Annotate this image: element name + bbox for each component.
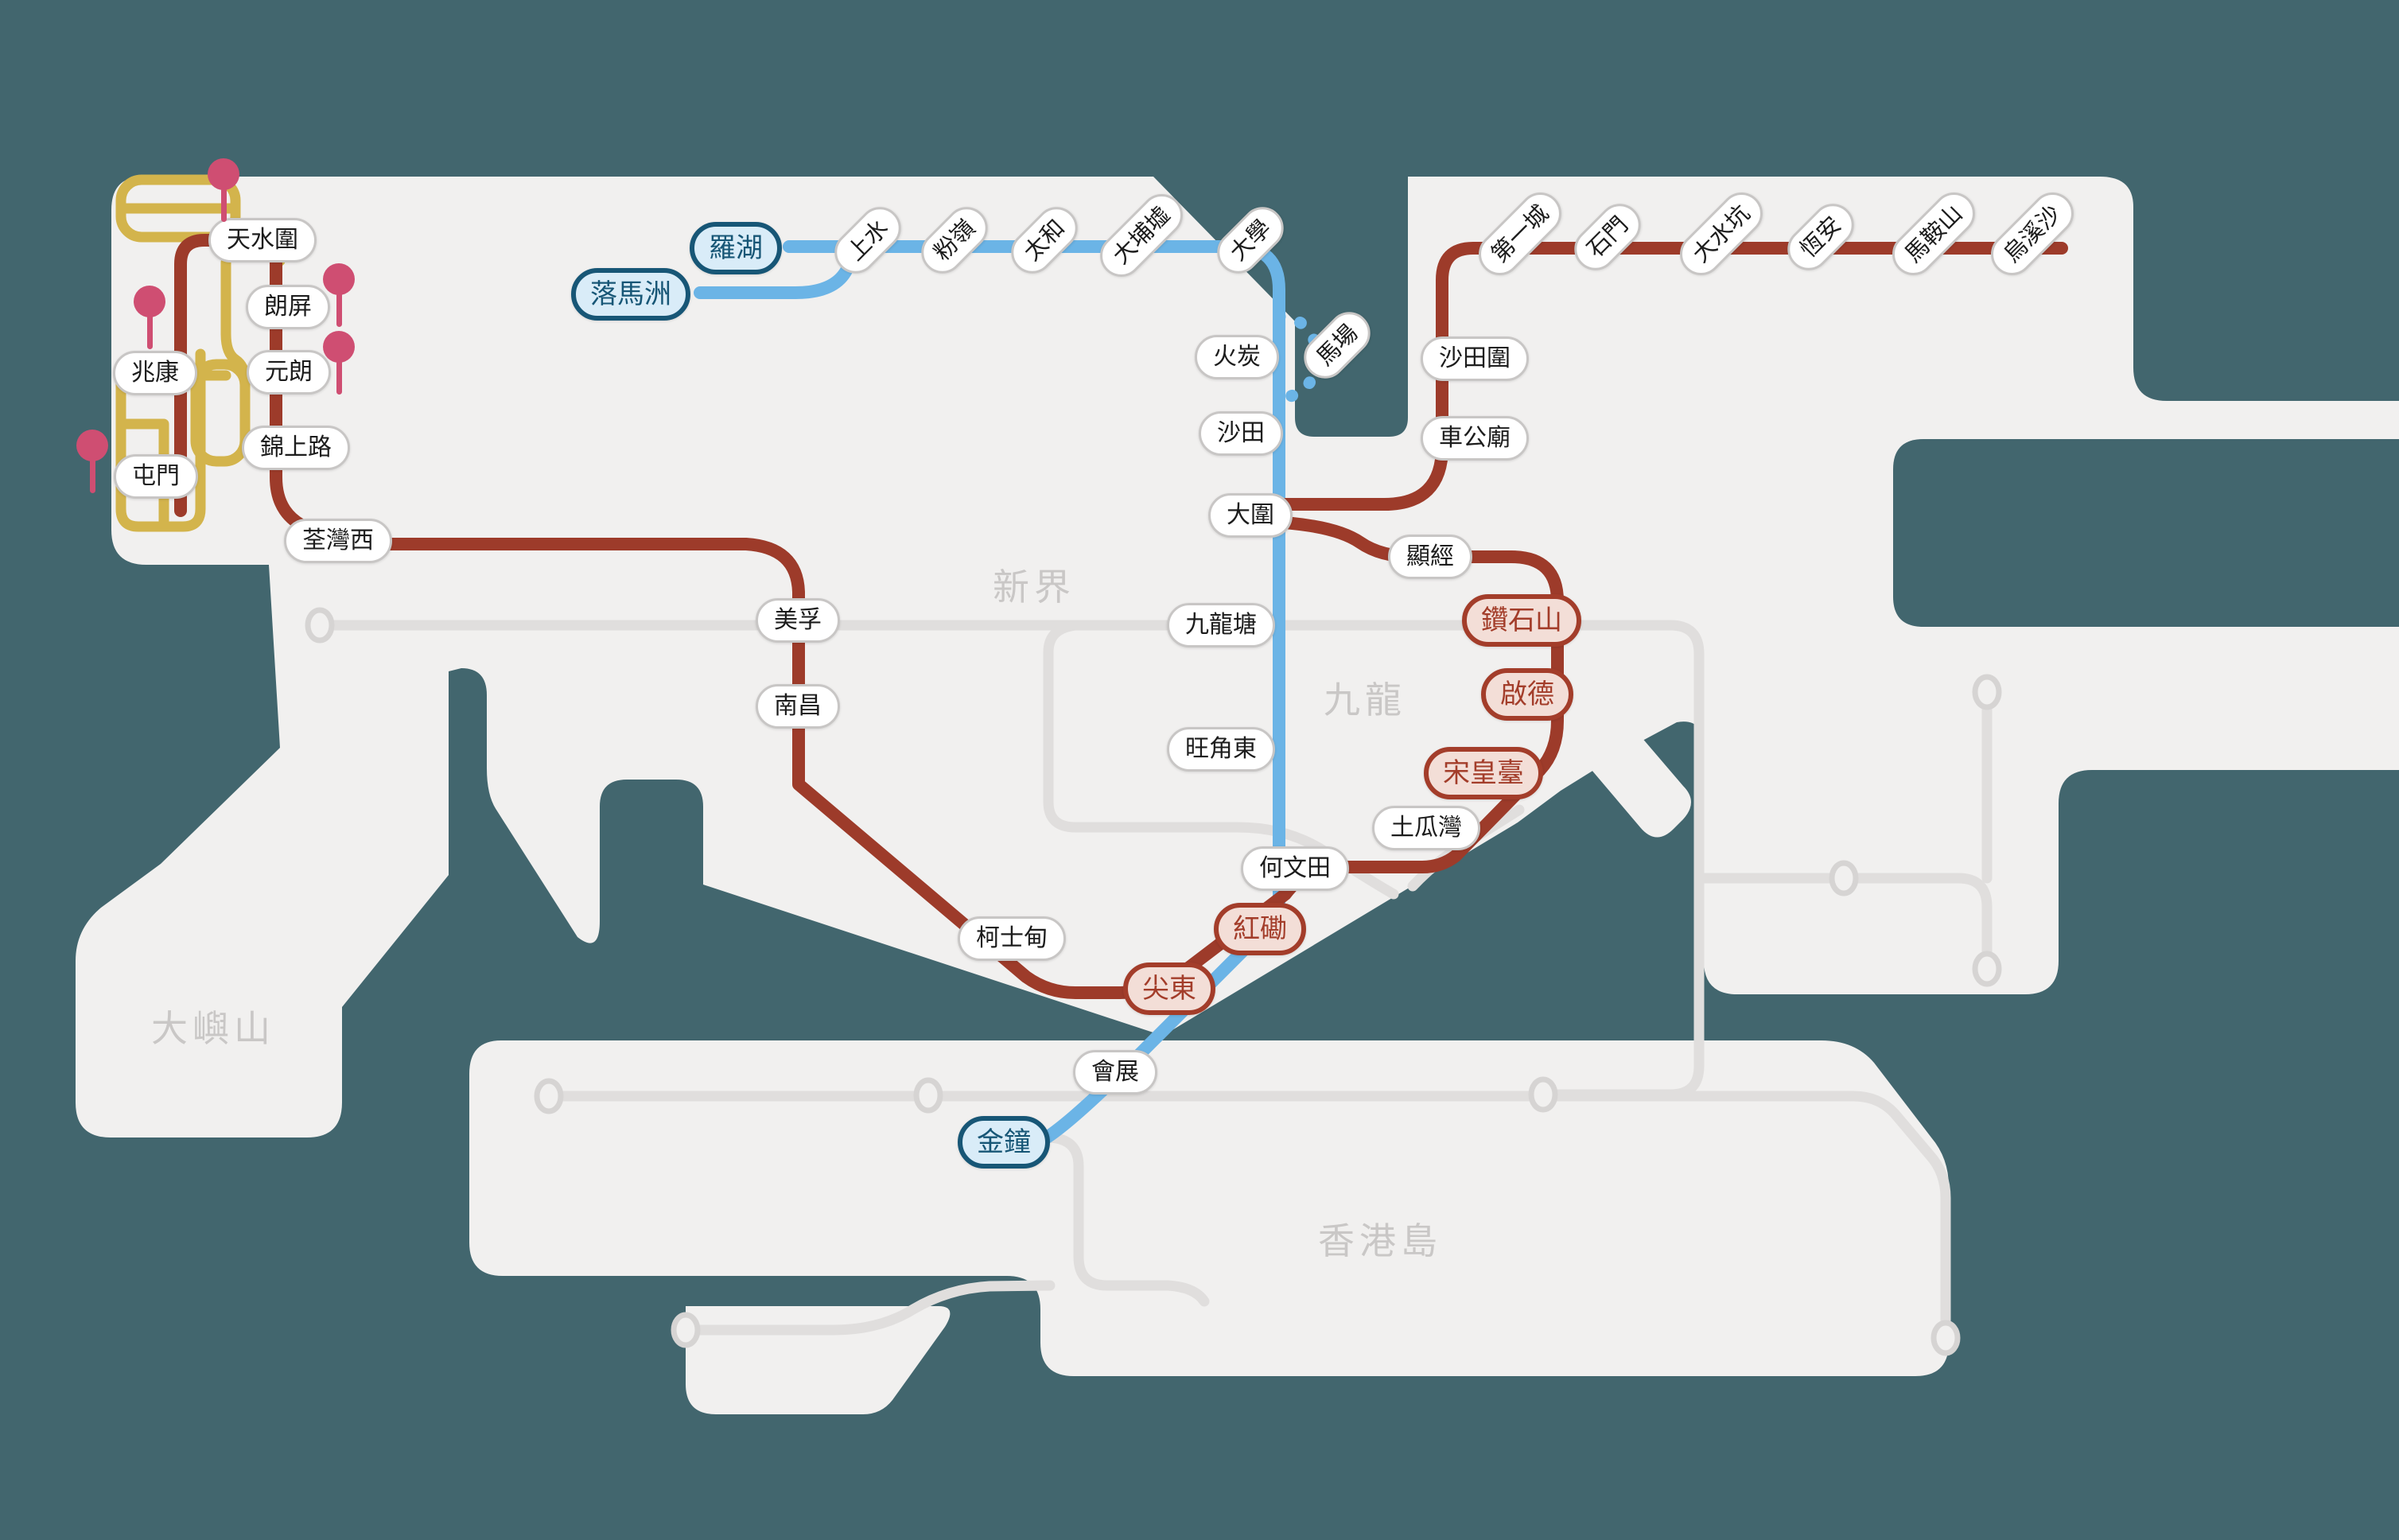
land-south-island-strip (686, 1306, 951, 1414)
interchange-ring (1930, 1320, 1961, 1356)
map-pin-stem (147, 314, 153, 349)
station-pill[interactable]: 美孚 (756, 598, 840, 643)
station-pill[interactable]: 紅磡 (1214, 903, 1306, 955)
region-label: 新界 (993, 566, 1075, 609)
interchange-ring (305, 607, 335, 644)
map-pin-head (134, 286, 165, 317)
region-label: 大嶼山 (151, 1007, 275, 1050)
station-pill[interactable]: 柯士甸 (958, 916, 1066, 961)
station-pill[interactable]: 啟德 (1481, 668, 1573, 721)
land-new-territories-kowloon (76, 177, 2399, 1138)
light-rail-tuen-mun-loop (115, 348, 206, 532)
station-pill[interactable]: 沙田圍 (1421, 336, 1529, 381)
map-pin-head (76, 430, 108, 461)
map-pin-stem (221, 187, 227, 222)
map-pin-stem (336, 292, 342, 327)
map-pin-stem (90, 458, 95, 493)
interchange-ring (913, 1077, 943, 1114)
interchange-ring (1972, 951, 2002, 987)
other-line-island (543, 1091, 1951, 1331)
station-pill[interactable]: 元朗 (247, 350, 331, 395)
station-pill[interactable]: 羅湖 (690, 222, 782, 274)
station-pill[interactable]: 車公廟 (1421, 416, 1529, 461)
station-pill[interactable]: 土瓜灣 (1372, 806, 1480, 850)
station-pill[interactable]: 兆康 (113, 351, 197, 395)
interchange-ring (1829, 860, 1859, 896)
station-pill[interactable]: 落馬洲 (571, 268, 690, 321)
station-pill[interactable]: 荃灣西 (284, 519, 392, 563)
land-hong-kong-island (469, 1040, 1949, 1376)
station-pill[interactable]: 沙田 (1199, 411, 1283, 456)
station-pill[interactable]: 屯門 (114, 454, 198, 499)
map-pin-head (323, 331, 355, 363)
water-shing-mun-channel (1295, 143, 1408, 437)
map-pin-head (208, 158, 239, 190)
region-label: 香港島 (1318, 1219, 1442, 1262)
station-pill[interactable]: 南昌 (756, 684, 840, 729)
station-pill[interactable]: 顯經 (1388, 535, 1472, 579)
station-pill[interactable]: 九龍塘 (1167, 603, 1275, 648)
station-pill[interactable]: 旺角東 (1167, 727, 1275, 772)
land-kai-tak-runway (1547, 676, 1691, 838)
station-pill[interactable]: 大圍 (1208, 493, 1293, 538)
station-pill[interactable]: 宋皇臺 (1424, 747, 1543, 799)
other-line-tko-branch (1693, 873, 1993, 963)
station-pill[interactable]: 鑽石山 (1462, 594, 1581, 647)
interchange-ring (534, 1078, 564, 1114)
other-line-south-spur (680, 1280, 1056, 1336)
interchange-ring (671, 1312, 701, 1348)
interchange-ring (1972, 674, 2002, 710)
station-pill[interactable]: 火炭 (1195, 335, 1279, 379)
station-pill[interactable]: 天水圍 (208, 218, 317, 262)
interchange-ring (1528, 1076, 1558, 1113)
station-pill[interactable]: 金鐘 (958, 1116, 1050, 1169)
station-pill[interactable]: 朗屏 (246, 285, 330, 329)
light-rail-tuen-mun-bump (190, 359, 251, 467)
region-label: 九龍 (1324, 679, 1406, 721)
station-pill[interactable]: 何文田 (1241, 846, 1349, 891)
water-east-inlet (1893, 439, 2399, 627)
map-pin-stem (336, 360, 342, 395)
map-pin-head (323, 263, 355, 295)
other-line-south-island (993, 1132, 1210, 1307)
station-pill[interactable]: 錦上路 (242, 426, 350, 470)
station-pill[interactable]: 尖東 (1123, 962, 1215, 1015)
station-pill[interactable]: 會展 (1073, 1050, 1157, 1095)
